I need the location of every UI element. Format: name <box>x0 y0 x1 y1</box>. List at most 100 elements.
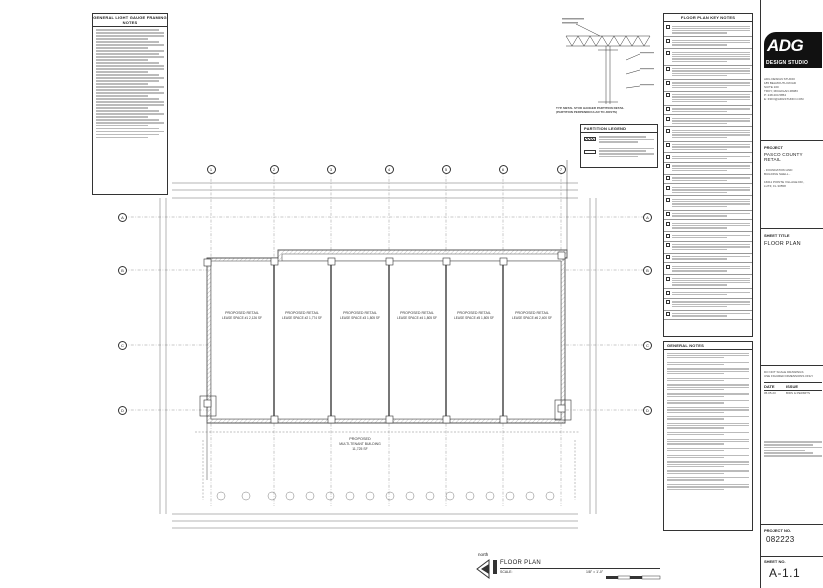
key-note-marker <box>666 81 670 86</box>
key-note-row <box>664 80 752 92</box>
key-note-row <box>664 263 752 275</box>
key-notes-panel: FLOOR PLAN KEY NOTES <box>663 13 753 337</box>
key-note-marker <box>666 107 670 112</box>
caption-rule <box>500 568 660 569</box>
key-note-marker <box>666 67 670 72</box>
project-no-label: PROJECT NO. <box>764 528 792 533</box>
grid-bubble-left: A <box>118 212 127 222</box>
grid-bubbles-bottom <box>216 491 555 501</box>
general-note-item <box>664 376 752 383</box>
partition-legend: PARTITION LEGEND <box>580 124 658 168</box>
side-wall-lines <box>206 160 568 480</box>
issue-date: 05.05.23 <box>764 391 776 395</box>
key-note-marker <box>666 154 670 159</box>
key-note-row <box>664 311 752 321</box>
grid-bubble-bottom <box>485 491 495 501</box>
project-name-line: RETAIL <box>764 157 781 162</box>
key-notes-title: FLOOR PLAN KEY NOTES <box>664 14 752 22</box>
grid-bubble-bottom <box>241 491 251 501</box>
framing-notes-body <box>93 27 167 139</box>
grid-bubble-bottom <box>345 491 355 501</box>
column-pier <box>327 257 336 266</box>
key-note-marker <box>666 143 670 147</box>
grid-bubble-top: 4 <box>384 165 394 174</box>
sheet-title-label: SHEET TITLE <box>764 233 790 238</box>
sheet-title: FLOOR PLAN <box>764 241 801 247</box>
general-note-item <box>664 399 752 406</box>
general-notes-panel: GENERAL NOTES <box>663 341 753 531</box>
partition-detail: TYP. METAL STUD HANGER PARTITION DETAIL … <box>556 14 656 120</box>
general-note-item <box>664 383 752 392</box>
key-note-row <box>664 23 752 38</box>
grid-bubble-bottom <box>325 491 335 501</box>
general-note-item <box>664 367 752 376</box>
key-note-marker <box>666 276 670 281</box>
column-pier <box>270 415 279 424</box>
caption-title: FLOOR PLAN <box>500 560 542 566</box>
grid-bubble-left: B <box>118 265 127 275</box>
key-note-marker <box>666 176 670 181</box>
key-note-marker <box>666 50 670 55</box>
issue-table: DATE ISSUE 05.05.23 BIDS & PERMITS <box>764 382 822 395</box>
key-note-marker <box>666 221 670 226</box>
demising-walls <box>273 261 504 419</box>
grid-bubble-right: B <box>643 265 652 275</box>
column-pier-large <box>554 399 572 421</box>
grid-bubble-top: 6 <box>498 165 508 174</box>
issue-header-date: DATE <box>764 384 775 389</box>
column-pier <box>270 257 279 266</box>
general-notes-title: GENERAL NOTES <box>664 342 752 350</box>
key-note-row <box>664 163 752 175</box>
partition-symbol-solid <box>584 150 596 155</box>
column-pier-large <box>199 395 217 417</box>
grid-bubble-bottom <box>385 491 395 501</box>
project-address-line: - FOUNDATION AND <box>764 168 793 172</box>
column-pier <box>442 257 451 266</box>
general-note-item <box>664 421 752 430</box>
general-note-item <box>664 460 752 469</box>
general-note-item <box>664 476 752 483</box>
key-note-marker <box>666 93 670 98</box>
space-label-line1: PROPOSED RETAIL <box>225 311 259 315</box>
caption-scale-label: SCALE: <box>500 570 513 574</box>
space-label-line1: PROPOSED RETAIL <box>457 311 491 315</box>
general-note-item <box>664 437 752 446</box>
column-pier <box>557 251 566 260</box>
partition-detail-caption: TYP. METAL STUD HANGER PARTITION DETAIL … <box>556 106 625 114</box>
key-note-row <box>664 289 752 299</box>
general-note-item <box>664 360 752 367</box>
key-note-row <box>664 242 752 254</box>
key-note-row <box>664 211 752 221</box>
key-note-row <box>664 127 752 142</box>
project-address-line: BUILDING SHELL - <box>764 172 791 176</box>
key-note-row <box>664 37 752 50</box>
firm-logo <box>764 32 822 68</box>
sheet-no: A-1.1 <box>769 566 801 580</box>
key-note-row <box>664 175 752 185</box>
key-note-row <box>664 66 752 80</box>
grid-bubble-top: 3 <box>326 165 336 174</box>
scale-bar <box>606 575 661 580</box>
grid-bubble-bottom <box>365 491 375 501</box>
key-note-row <box>664 115 752 128</box>
firm-address-line: SUITE 100 <box>764 85 779 89</box>
grid-bubble-bottom <box>525 491 535 501</box>
firm-address-line: E: INFO@ADGSTUDIO.COM <box>764 97 804 101</box>
general-note-item <box>664 351 752 360</box>
grid-bubble-top: 5 <box>441 165 451 174</box>
general-note-item <box>664 392 752 399</box>
project-no: 082223 <box>766 535 795 544</box>
grid-bubble-left: C <box>118 340 127 350</box>
grid-bubble-bottom <box>445 491 455 501</box>
key-note-row <box>664 153 752 163</box>
space-label-line2: LEASE SPACE #3 1,805 SF <box>340 316 380 320</box>
partition-symbol-hatched <box>584 137 596 142</box>
general-note-item <box>664 446 752 453</box>
key-note-row <box>664 142 752 154</box>
issue-header-issue: ISSUE <box>786 384 799 389</box>
